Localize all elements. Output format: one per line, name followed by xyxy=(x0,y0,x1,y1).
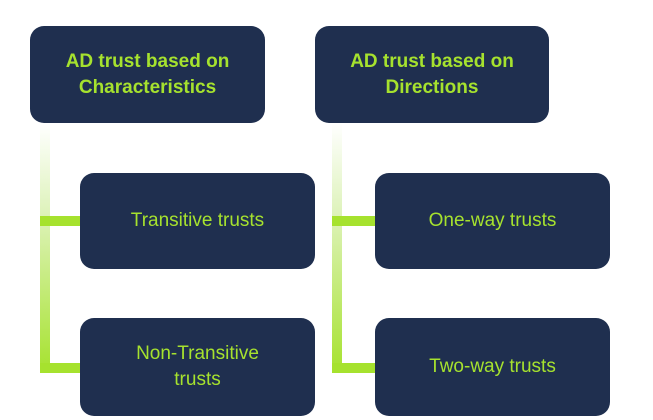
trust-type-label: Two-way trusts xyxy=(429,356,556,377)
trust-type-box-two-way: Two-way trusts xyxy=(375,318,610,416)
trust-type-box-non-transitive: Non-Transitive trusts xyxy=(80,318,315,416)
trust-type-label: Transitive trusts xyxy=(130,210,265,231)
right-vertical-connector xyxy=(332,123,342,373)
trust-type-label: One-way trusts xyxy=(428,210,557,231)
category-title: AD trust based on Directions xyxy=(350,50,514,98)
left-vertical-connector xyxy=(40,123,50,373)
category-box-characteristics: AD trust based on Characteristics xyxy=(30,26,265,123)
category-title: AD trust based on Characteristics xyxy=(65,50,230,98)
trust-type-box-one-way: One-way trusts xyxy=(375,173,610,269)
trust-type-label: Non-Transitive trusts xyxy=(136,343,259,390)
category-box-directions: AD trust based on Directions xyxy=(315,26,549,123)
trust-type-box-transitive: Transitive trusts xyxy=(80,173,315,269)
